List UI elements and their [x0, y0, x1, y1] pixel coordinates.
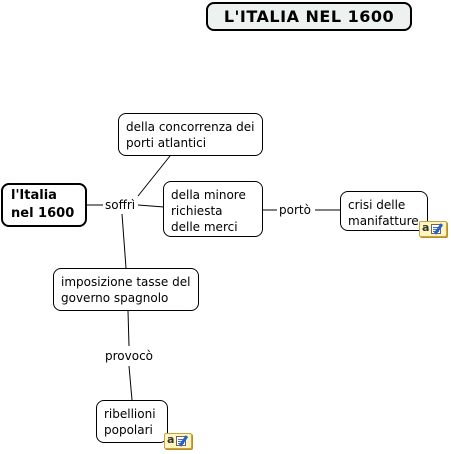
link-provoco-ribellioni: [128, 365, 133, 401]
note-icon[interactable]: a: [164, 433, 192, 449]
node-tasse[interactable]: imposizione tasse del governo spagnolo: [53, 268, 199, 311]
note-icon[interactable]: a: [419, 221, 447, 237]
link-soffri-richiesta: [137, 204, 165, 208]
link-soffri-tasse: [121, 213, 127, 269]
link-label-provoco: provocò: [103, 349, 156, 363]
link-label-soffri: soffrì: [103, 198, 138, 212]
link-tasse-provoco: [127, 310, 130, 347]
link-soffri-concorrenza: [137, 155, 171, 197]
node-ribellioni[interactable]: ribellioni popolari: [96, 400, 168, 443]
node-richiesta[interactable]: della minore richiesta delle merci: [163, 181, 263, 237]
node-main[interactable]: l'Italia nel 1600: [1, 183, 87, 227]
map-title: L'ITALIA NEL 1600: [206, 2, 412, 31]
node-crisi[interactable]: crisi delle manifatture: [340, 191, 428, 231]
link-label-porto: portò: [277, 203, 313, 217]
node-concorrenza[interactable]: della concorrenza dei porti atlantici: [118, 113, 263, 156]
